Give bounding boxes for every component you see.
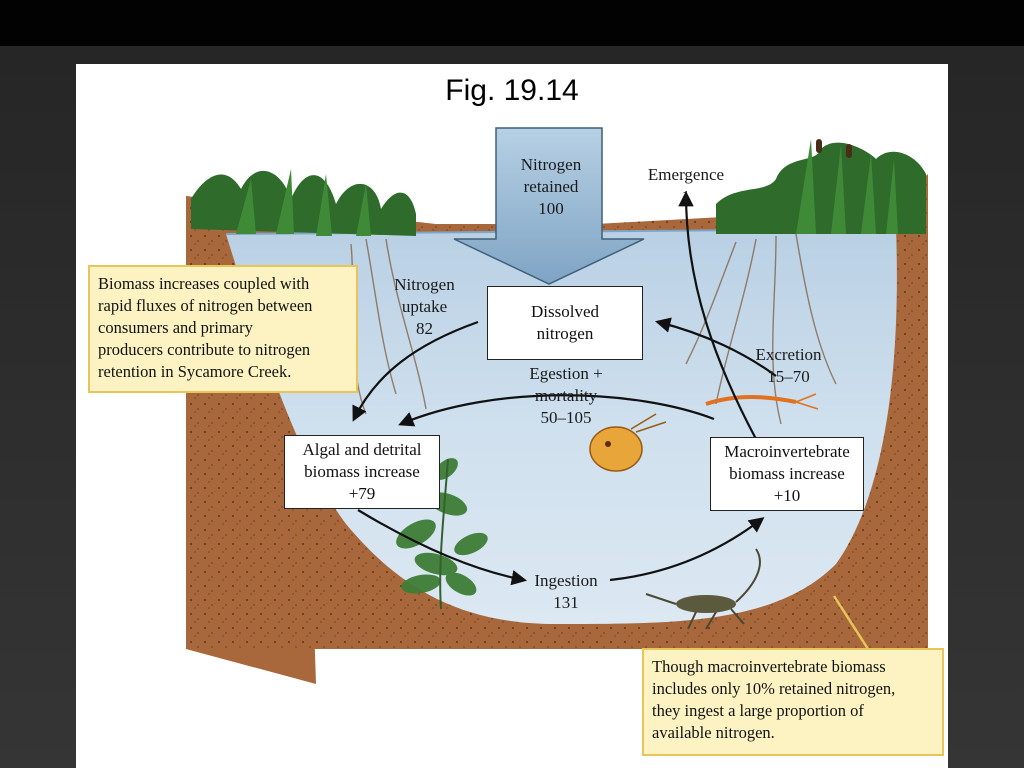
grass-right	[716, 139, 926, 234]
stream-illustration	[186, 127, 928, 684]
egestion-arrow	[398, 394, 715, 427]
nitrogen-inflow-arrow	[453, 127, 645, 285]
flow-arrows	[352, 190, 777, 586]
water-flea-icon	[589, 413, 667, 472]
ingestion-arrow-a	[357, 509, 528, 586]
note-right: Though macroinvertebrate biomass include…	[642, 648, 944, 756]
excretion-arrow	[655, 317, 777, 377]
ingestion-arrow-b	[609, 517, 765, 582]
figure-title: Fig. 19.14	[445, 74, 579, 107]
aquatic-plant	[396, 458, 488, 610]
uptake-arrow	[352, 320, 479, 422]
slide: Fig. 19.14	[76, 64, 948, 768]
water	[226, 229, 897, 624]
insect-larva-icon	[645, 548, 761, 630]
shrimp-icon	[705, 393, 819, 410]
note-left: Biomass increases coupled with rapid flu…	[88, 265, 358, 393]
top-bar	[0, 0, 1024, 46]
emergence-arrow	[678, 190, 757, 440]
note-pointer	[832, 595, 870, 650]
roots	[350, 233, 837, 425]
grass-left	[191, 169, 416, 236]
